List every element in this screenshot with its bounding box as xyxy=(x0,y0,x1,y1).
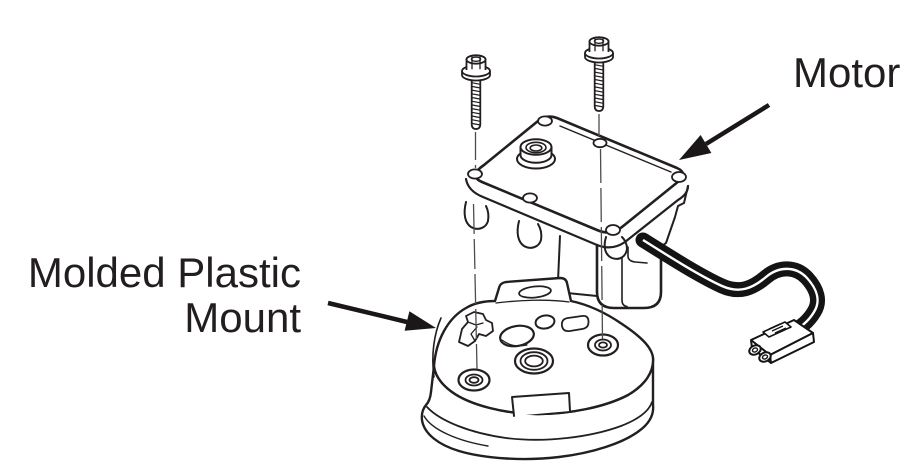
mount-screw-boss-right xyxy=(586,333,620,357)
screw-alignment-lines xyxy=(472,114,604,370)
connector-latch-ridges xyxy=(768,323,787,334)
motor-gearbox xyxy=(463,115,690,310)
mount-arrow-shaft xyxy=(327,300,408,325)
mount-skirt-inner-line xyxy=(423,415,489,447)
connector-body-side xyxy=(769,332,815,364)
gearbox-foot-mid xyxy=(516,220,543,249)
wire-pair xyxy=(635,232,825,340)
connector-pin-bore xyxy=(751,347,759,353)
cover-screw-hole xyxy=(467,168,483,180)
cover-screw-hole xyxy=(537,115,553,127)
wire-connector xyxy=(748,319,815,364)
mount-skirt-seam xyxy=(426,401,653,441)
motor-arrow xyxy=(679,103,771,160)
flange-screw-left xyxy=(461,54,491,130)
screw-alignment-line-right xyxy=(599,148,604,340)
mount-left-contour xyxy=(432,317,442,378)
label-motor: Motor xyxy=(793,49,900,96)
motor-can xyxy=(595,243,663,310)
mount-tab-base-line xyxy=(495,299,570,304)
cover-screw-hole xyxy=(592,137,608,149)
motor-can-corner-edge xyxy=(621,255,628,308)
wire-exit-step xyxy=(627,246,648,264)
mount-screw-boss-left xyxy=(457,368,491,392)
motor-arrow-shaft xyxy=(704,103,771,146)
motor-arrowhead-icon xyxy=(679,135,712,160)
cover-screw-hole xyxy=(671,171,687,183)
mount-front-notch xyxy=(511,392,571,417)
molded-plastic-mount xyxy=(420,276,655,461)
output-shaft-boss xyxy=(516,138,556,170)
label-mount-line2: Mount xyxy=(184,294,301,341)
flange-screw-right xyxy=(584,36,614,112)
mount-small-hole xyxy=(534,314,556,330)
mount-tab-slot xyxy=(518,285,552,299)
mount-arrowhead-icon xyxy=(404,311,436,331)
screw-alignment-line-left xyxy=(472,203,478,370)
gearbox-foot-left xyxy=(463,201,490,230)
mount-center-ring-boss xyxy=(513,347,555,375)
mount-arrow xyxy=(327,300,436,331)
cover-plate-rim xyxy=(464,177,690,249)
wire-pair-gap xyxy=(642,238,819,334)
connector-pin-bore xyxy=(761,354,769,360)
cover-screw-hole xyxy=(522,192,538,204)
motor-wire-harness xyxy=(635,232,825,340)
cover-screw-holes xyxy=(467,115,687,236)
cover-screw-hole xyxy=(605,224,621,236)
mount-right-tab xyxy=(560,314,590,333)
cover-plate-inner-edge xyxy=(559,125,672,173)
label-mount-line1: Molded Plastic xyxy=(28,249,301,296)
mount-oval-hole-depth xyxy=(501,339,528,347)
